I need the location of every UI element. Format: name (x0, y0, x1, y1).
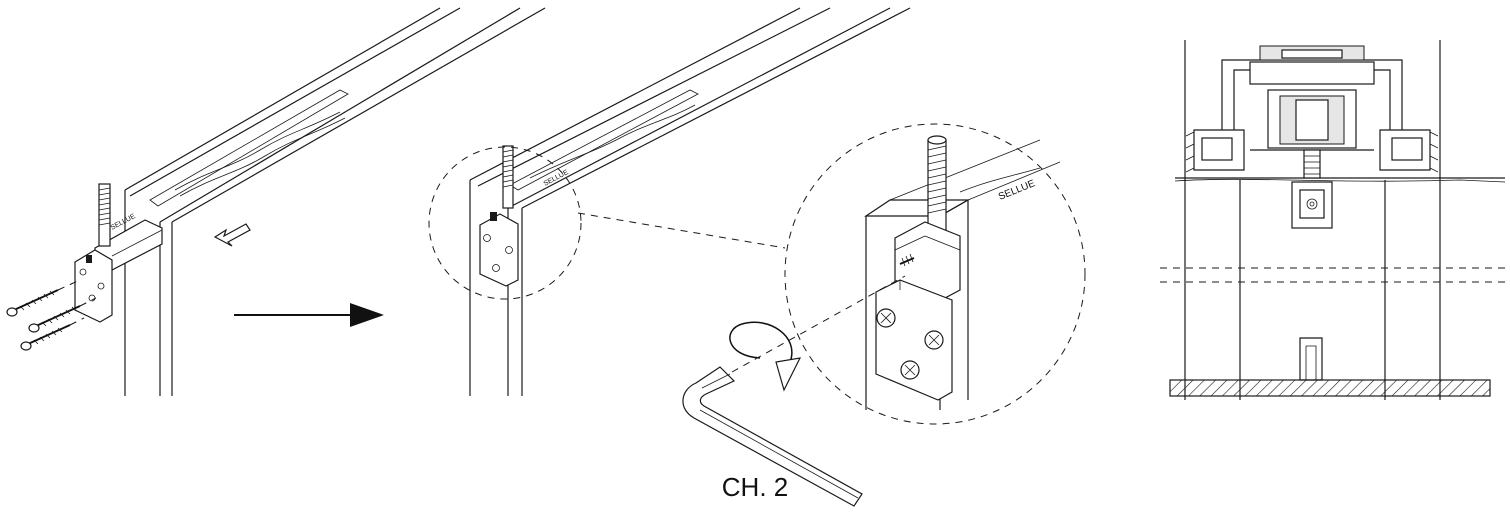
guide-icon (1299, 337, 1323, 381)
screw-head-icon (876, 308, 896, 328)
detail-circle-icon (428, 146, 582, 300)
rail-label: SELLUE (997, 178, 1037, 203)
step-4-section-view (1160, 40, 1506, 400)
screw-icon (28, 297, 97, 333)
next-step-arrow-icon (234, 303, 384, 327)
screw-head-icon (900, 360, 920, 380)
screw-icon (6, 279, 81, 317)
track-profile-icon (1185, 45, 1439, 179)
rotate-arrow-icon (729, 321, 802, 392)
figure-caption: CH. 2 (721, 472, 789, 502)
screw-head-icon (924, 330, 944, 350)
detail-circle-icon (784, 123, 1086, 425)
screw-icon (20, 317, 85, 351)
threaded-stud (98, 183, 111, 247)
step-3-tighten-detail: SELLUE (682, 123, 1086, 507)
panel-rail: SELLUE (94, 7, 546, 396)
slide-arrow-icon (213, 223, 251, 247)
step-1-fix-bracket: SELLUE (6, 7, 546, 396)
bracket-plate (74, 249, 113, 323)
hex-key-icon (682, 366, 863, 507)
step-2-bracket-mounted: SELLUE (428, 7, 911, 396)
